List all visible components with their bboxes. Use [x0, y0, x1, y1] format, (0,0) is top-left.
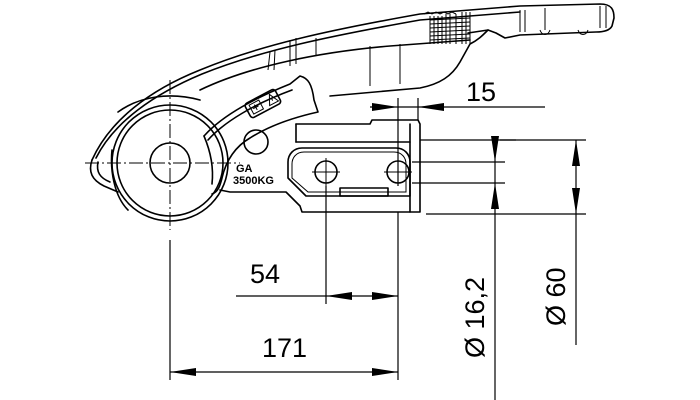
dimension-15-label: 15: [466, 77, 496, 107]
dimension-16-2-label: Ø 16,2: [460, 277, 490, 358]
dimension-16-2: Ø 16,2: [412, 136, 516, 400]
dimension-60-label: Ø 60: [541, 267, 571, 326]
locking-arm: [203, 75, 319, 195]
dimension-171: 171: [169, 212, 399, 380]
dimension-54-label: 54: [250, 259, 280, 289]
dimension-15: 15: [370, 77, 545, 186]
dimension-54: 54: [236, 186, 398, 304]
load-rating-mark: 3500KG: [233, 175, 274, 187]
dimension-60: Ø 60: [426, 139, 586, 345]
bolt-hole-left: [312, 158, 340, 186]
warning-badge: [244, 88, 282, 119]
coupling-lever: [89, 3, 615, 193]
dimension-171-label: 171: [262, 333, 307, 363]
ball-socket: [85, 80, 240, 230]
warning-triangle-icon: [268, 93, 280, 107]
approval-mark: GA: [236, 163, 253, 175]
